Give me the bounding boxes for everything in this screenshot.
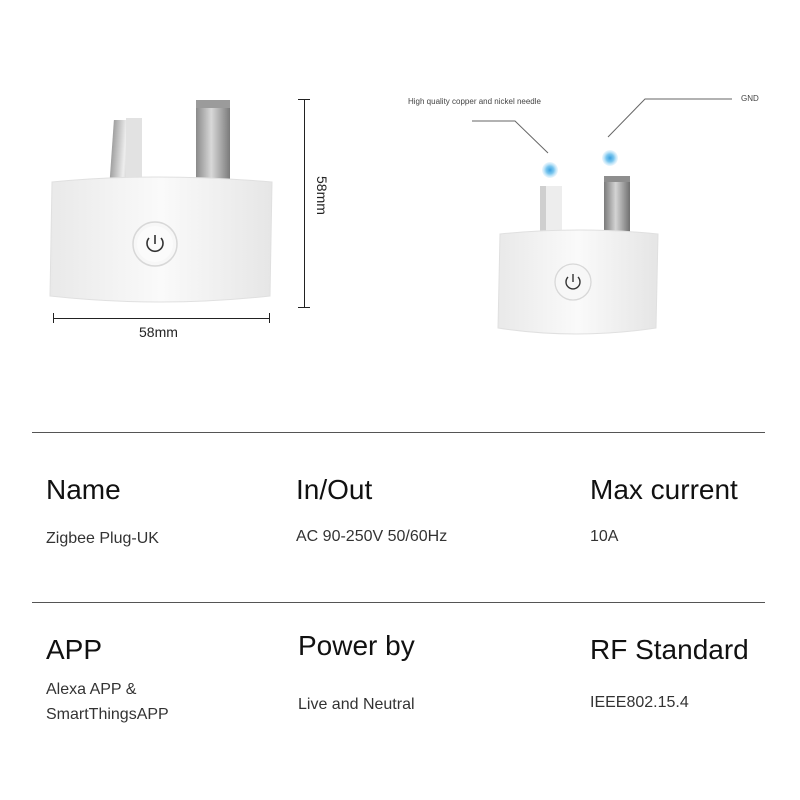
spec-title-app: APP [46, 634, 103, 665]
spec-value-name: Zigbee Plug-UK [46, 530, 159, 547]
callout-label-needle: High quality copper and nickel needle [408, 97, 541, 106]
callout-dot-needle [542, 162, 558, 178]
spec-title-rf-standard: RF Standard [590, 634, 749, 665]
plug-front-view [49, 100, 273, 303]
spec-value-power-by: Live and Neutral [298, 696, 415, 713]
height-dim-line [304, 99, 305, 307]
spec-value-app-line2: SmartThingsAPP [46, 706, 169, 723]
power-button-icon [132, 221, 178, 267]
spec-value-rf-standard: IEEE802.15.4 [590, 694, 689, 711]
spec-title-power-by: Power by [298, 630, 415, 661]
width-dim-line [53, 318, 270, 319]
callout-dot-gnd [602, 150, 618, 166]
callout-leader-lines [472, 98, 732, 154]
plug-pin-earth [196, 100, 230, 186]
divider-top [32, 432, 765, 433]
plug-pin-needle [540, 186, 562, 236]
plug-pin-live [109, 118, 142, 186]
width-dim-tick-right [269, 313, 270, 323]
spec-value-in-out: AC 90-250V 50/60Hz [296, 528, 448, 545]
spec-title-max-current: Max current [590, 474, 738, 505]
height-dimension-label: 58mm [314, 176, 330, 215]
spec-value-app-line1: Alexa APP & [46, 681, 137, 698]
divider-middle [32, 602, 765, 603]
plug-callout-view [497, 150, 659, 335]
spec-title-name: Name [46, 474, 121, 505]
plug-pin-gnd [604, 176, 630, 236]
callout-label-gnd: GND [741, 94, 759, 103]
height-dim-tick-bottom [298, 307, 310, 308]
spec-value-max-current: 10A [590, 528, 619, 545]
power-button-icon-right [554, 263, 592, 301]
width-dimension-label: 58mm [139, 324, 178, 340]
spec-title-in-out: In/Out [296, 474, 373, 505]
